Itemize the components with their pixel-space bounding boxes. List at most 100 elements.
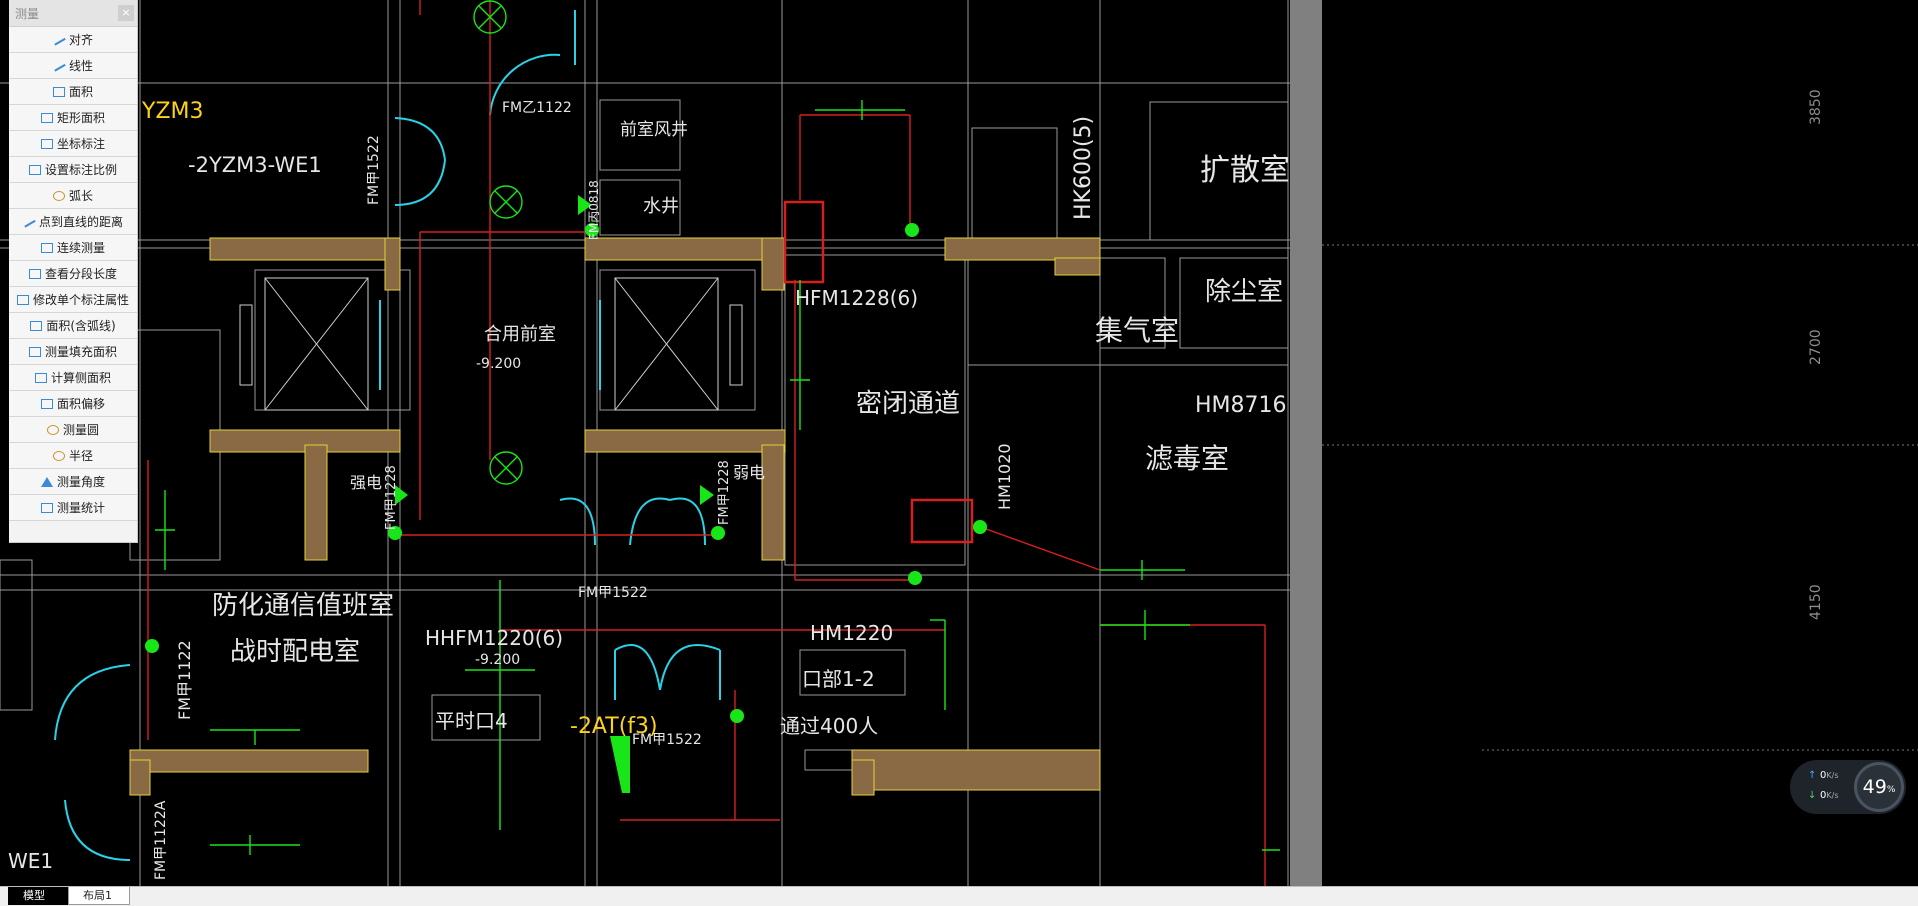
coordinate-icon	[40, 138, 53, 149]
upload-value: 0	[1820, 770, 1827, 781]
scale-icon	[28, 164, 41, 175]
label-kuosan: 扩散室	[1200, 153, 1290, 188]
tool-label: 查看分段长度	[44, 267, 117, 281]
elevator-shafts	[239, 277, 743, 411]
circle-icon	[46, 424, 59, 435]
label-fanghua1: 防化通信值班室	[212, 591, 394, 621]
tool-label: 点到直线的距离	[38, 215, 123, 229]
tool-label: 测量填充面积	[44, 345, 117, 359]
label-fm-z1122: FM乙1122	[502, 100, 572, 116]
tool-label: 连续测量	[56, 241, 105, 255]
upload-speed: ↑0K/s	[1808, 770, 1864, 781]
markers-green	[155, 0, 1280, 855]
download-speed: ↓0K/s	[1808, 790, 1864, 801]
tool-item-9[interactable]: 查看分段长度	[9, 261, 137, 287]
tool-item-13[interactable]: 计算侧面积	[9, 365, 137, 391]
label-kou: 口部1-2	[802, 667, 875, 691]
align-icon	[52, 33, 66, 46]
tool-item-8[interactable]: 连续测量	[9, 235, 137, 261]
arc-icon	[52, 190, 65, 201]
label-fm1228a: FM甲1228	[384, 465, 399, 530]
label-we1-bottom: WE1	[8, 849, 53, 873]
label-qiangdian: 强电	[350, 473, 382, 492]
label-ludu: 滤毒室	[1145, 442, 1229, 475]
vertical-scrollbar[interactable]	[1290, 0, 1322, 886]
tool-item-10[interactable]: 修改单个标注属性	[9, 287, 137, 313]
tool-item-18[interactable]: 测量统计	[9, 495, 137, 521]
rect-area-icon	[40, 112, 53, 123]
tool-item-5[interactable]: 设置标注比例	[9, 157, 137, 183]
tool-item-0[interactable]: 对齐	[9, 27, 137, 53]
label-shuijing: 水井	[643, 196, 679, 217]
point-line-icon	[22, 215, 36, 228]
tool-item-4[interactable]: 坐标标注	[9, 131, 137, 157]
label-fm-jia1522-a: FM甲1522	[366, 135, 382, 205]
device-dots	[145, 195, 987, 793]
segment-icon	[28, 268, 41, 279]
tool-label: 线性	[68, 59, 93, 73]
tool-item-7[interactable]: 点到直线的距离	[9, 209, 137, 235]
side-area-icon	[34, 372, 47, 383]
download-unit: K/s	[1826, 791, 1839, 800]
download-value: 0	[1820, 790, 1827, 801]
label-qianshi-fengjing: 前室风井	[620, 120, 688, 140]
floor-plan-drawing[interactable]: YZM3 -2AT(f3) -2YZM3-WE1 FM乙1122 前室风井 水井…	[0, 0, 1290, 886]
tool-label: 面积	[68, 85, 93, 99]
tool-label: 设置标注比例	[44, 163, 117, 177]
tool-label: 弧长	[68, 189, 93, 203]
tool-label: 计算侧面积	[50, 371, 111, 385]
tab-model[interactable]: 模型	[8, 887, 68, 905]
tool-item-11[interactable]: 面积(含弧线)	[9, 313, 137, 339]
tool-item-17[interactable]: 测量角度	[9, 469, 137, 495]
label-hhfm: HHFM1220(6)	[425, 626, 563, 650]
panel-header[interactable]: 测量 ×	[9, 0, 137, 27]
tool-label: 面积偏移	[56, 397, 105, 411]
tool-label: 修改单个标注属性	[32, 293, 129, 307]
area-icon	[52, 86, 65, 97]
tool-item-3[interactable]: 矩形面积	[9, 105, 137, 131]
label-yzm3: YZM3	[141, 99, 204, 124]
tool-item-2[interactable]: 面积	[9, 79, 137, 105]
usage-gauge: 49%	[1854, 762, 1904, 812]
fill-area-icon	[28, 346, 41, 357]
label-hk600: HK600(5)	[1071, 116, 1096, 220]
label-elev2: -9.200	[475, 652, 520, 668]
label-fm1228b: FM甲1228	[717, 460, 732, 525]
tool-item-12[interactable]: 测量填充面积	[9, 339, 137, 365]
room-labels: -2YZM3-WE1 FM乙1122 前室风井 水井 HFM1228(6) 集气…	[8, 100, 1290, 873]
label-fanghua2: 战时配电室	[230, 637, 360, 667]
label-fm1522b: FM甲1522	[578, 585, 648, 601]
arc-area-icon	[30, 320, 43, 331]
network-speed-widget[interactable]: ↑0K/s ↓0K/s 49%	[1790, 760, 1906, 814]
tool-label: 面积(含弧线)	[46, 319, 116, 333]
tool-label: 矩形面积	[56, 111, 105, 125]
usage-percent-sign: %	[1886, 785, 1896, 795]
arrow-up-icon: ↑	[1808, 770, 1817, 781]
offset-icon	[40, 398, 53, 409]
tool-label: 测量角度	[56, 475, 105, 489]
dim-3850: 3850	[1808, 89, 1824, 125]
close-icon[interactable]: ×	[118, 5, 134, 21]
tool-item-14[interactable]: 面积偏移	[9, 391, 137, 417]
cad-drawing-canvas[interactable]: YZM3 -2AT(f3) -2YZM3-WE1 FM乙1122 前室风井 水井…	[0, 0, 1918, 886]
wiring-red	[147, 0, 1266, 886]
gridlines	[0, 0, 1290, 886]
upload-unit: K/s	[1826, 771, 1839, 780]
tab-layout1[interactable]: 布局1	[68, 887, 130, 905]
tool-item-15[interactable]: 测量圆	[9, 417, 137, 443]
label-ruodian: 弱电	[733, 463, 765, 482]
tool-item-16[interactable]: 半径	[9, 443, 137, 469]
radius-icon	[52, 450, 65, 461]
tool-label: 半径	[68, 449, 93, 463]
label-hm1220: HM1220	[810, 621, 893, 645]
usage-percent: 49	[1862, 776, 1887, 798]
measure-panel: 测量 × 对齐线性面积矩形面积坐标标注设置标注比例弧长点到直线的距离连续测量查看…	[9, 0, 138, 543]
structural-walls	[129, 237, 1101, 796]
label-fm1522c: FM甲1522	[632, 732, 702, 748]
label-we1-top: -2YZM3-WE1	[188, 153, 322, 177]
arrow-down-icon: ↓	[1808, 790, 1817, 801]
dim-2700: 2700	[1808, 329, 1824, 365]
tool-item-6[interactable]: 弧长	[9, 183, 137, 209]
tool-item-1[interactable]: 线性	[9, 53, 137, 79]
label-heyong: 合用前室	[484, 324, 556, 345]
